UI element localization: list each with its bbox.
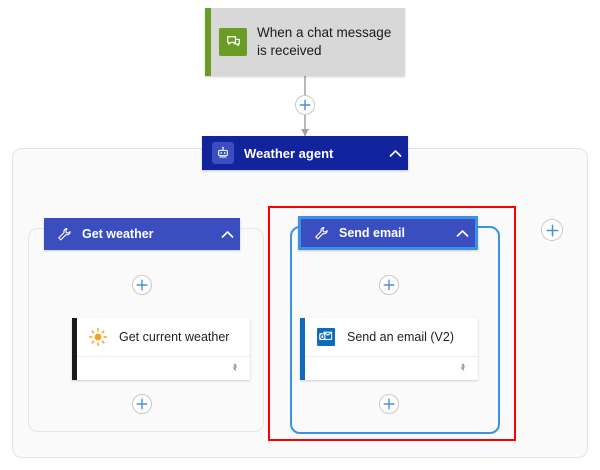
trigger-label: When a chat message is received (257, 25, 392, 58)
tool-node-send-email[interactable]: Send email (298, 216, 478, 250)
plus-get-weather-above-action[interactable] (132, 275, 152, 295)
chevron-up-icon[interactable] (449, 229, 475, 238)
action-label: Send an email (V2) (347, 330, 455, 344)
plus-trigger-to-agent[interactable] (295, 95, 315, 115)
agent-robot-icon (212, 142, 234, 164)
wrench-icon (52, 227, 76, 242)
connection-link-icon (456, 360, 470, 378)
wrench-icon (309, 226, 333, 241)
action-node-get-current-weather[interactable]: Get current weather (72, 318, 250, 380)
agent-label: Weather agent (244, 145, 334, 161)
connection-link-icon (228, 360, 242, 378)
plus-send-email-above-action[interactable] (379, 275, 399, 295)
chevron-up-icon[interactable] (214, 230, 240, 239)
plus-get-weather-below-action[interactable] (132, 394, 152, 414)
action-node-send-an-email-v2[interactable]: Send an email (V2) (300, 318, 478, 380)
chevron-up-icon[interactable] (382, 149, 408, 158)
tool-label: Send email (339, 226, 405, 240)
trigger-node-when-a-chat-message-is-received[interactable]: When a chat message is received (205, 8, 405, 76)
agent-node-weather-agent[interactable]: Weather agent (202, 136, 408, 170)
teams-chat-icon (219, 28, 247, 56)
msn-weather-sun-icon (86, 325, 110, 349)
plus-add-tool[interactable] (541, 219, 563, 241)
action-label: Get current weather (119, 330, 230, 344)
tool-node-get-weather[interactable]: Get weather (44, 218, 240, 250)
plus-send-email-below-action[interactable] (379, 394, 399, 414)
tool-label: Get weather (82, 227, 154, 241)
outlook-icon (314, 325, 338, 349)
